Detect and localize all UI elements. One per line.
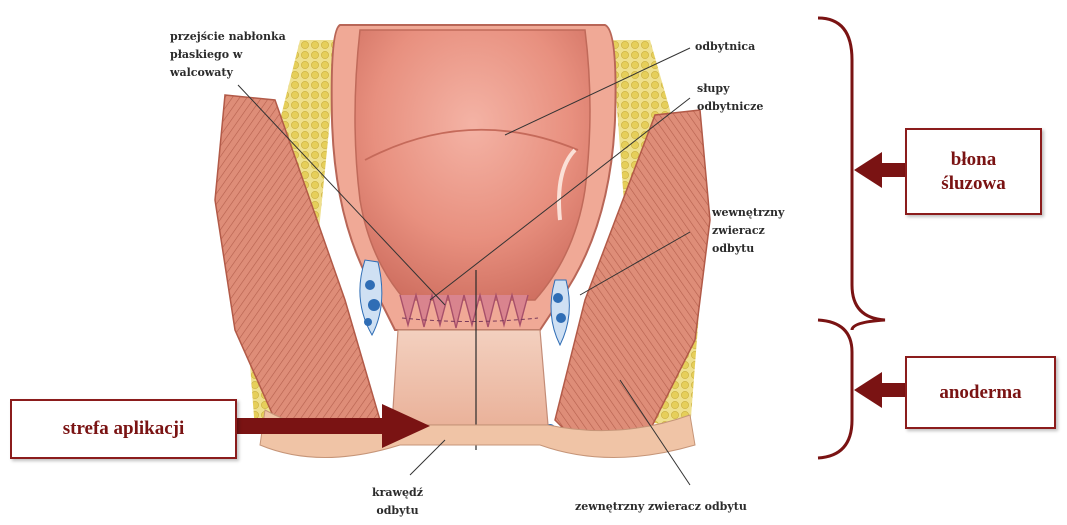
box-mucosa-line1: błona bbox=[951, 148, 996, 172]
box-mucosa: błona śluzowa bbox=[905, 128, 1042, 215]
box-anoderm-label: anoderma bbox=[939, 382, 1021, 404]
box-mucosa-line2: śluzowa bbox=[941, 172, 1005, 196]
label-rectum: odbytnica bbox=[695, 38, 755, 56]
box-anoderm: anoderma bbox=[905, 356, 1056, 429]
arrow-mucosa bbox=[854, 152, 906, 188]
label-squamous-transition: przejście nabłonka płaskiego w walcowaty bbox=[170, 28, 286, 82]
label-anal-verge: krawędź odbytu bbox=[372, 484, 423, 520]
bracket-anoderm bbox=[818, 320, 852, 458]
box-application-zone: strefa aplikacji bbox=[10, 399, 237, 459]
arrow-anoderm bbox=[854, 372, 906, 408]
rectum bbox=[355, 30, 590, 300]
box-application-zone-label: strefa aplikacji bbox=[63, 418, 185, 440]
label-external-sphincter: zewnętrzny zwieracz odbytu bbox=[575, 498, 747, 516]
label-internal-sphincter: wewnętrzny zwieracz odbytu bbox=[712, 204, 784, 258]
label-anal-columns: słupy odbytnicze bbox=[697, 80, 763, 116]
